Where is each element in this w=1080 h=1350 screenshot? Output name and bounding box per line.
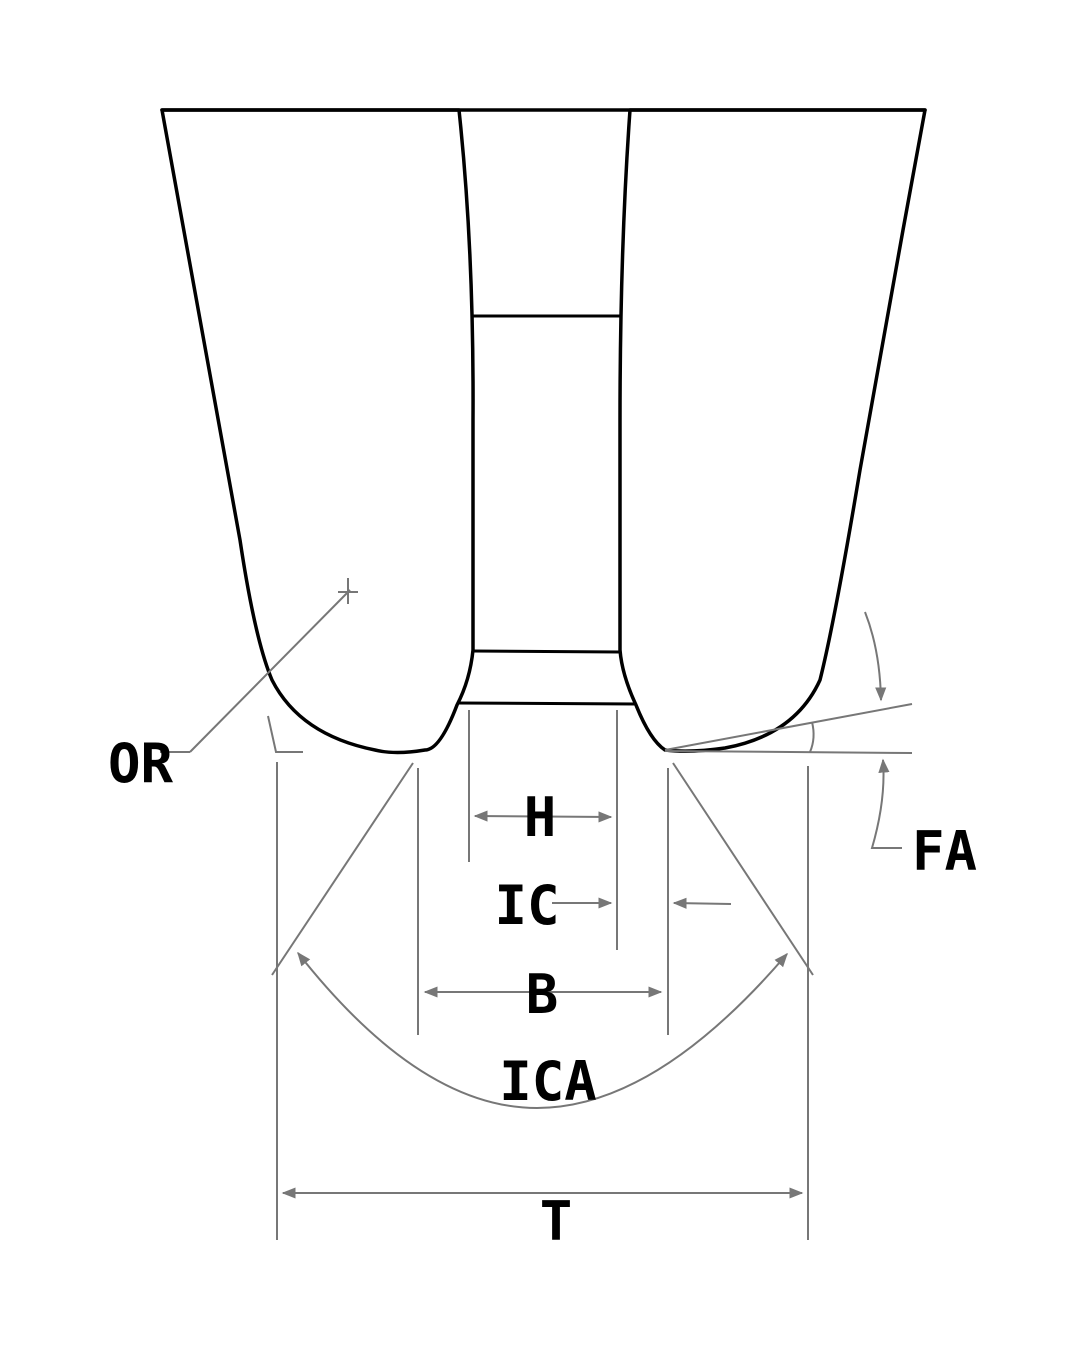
label-ica: ICA <box>499 1050 597 1113</box>
fa-arrow-lower <box>870 758 902 849</box>
fa-angle-arc <box>809 721 815 753</box>
ica-cone-line-left <box>271 762 414 976</box>
label-b: B <box>526 963 559 1026</box>
bore-line-lower <box>456 701 637 706</box>
label-or: OR <box>108 732 174 795</box>
fa-arrow-upper <box>864 611 887 702</box>
fa-horizontal-line <box>664 750 913 754</box>
label-fa: FA <box>912 820 977 883</box>
h-dimension-arrow <box>473 810 613 823</box>
fa-face-line <box>664 703 913 751</box>
ica-angle-arc <box>297 951 788 1110</box>
ica-cone-line-right <box>672 762 814 976</box>
or-corner-mark <box>267 715 303 753</box>
ic-dimension-arrow-right <box>672 897 732 909</box>
right-wall-section <box>618 108 927 753</box>
label-h: H <box>524 786 557 849</box>
left-wall-section <box>160 108 475 755</box>
label-t: T <box>540 1190 573 1253</box>
bore-line-middle <box>472 649 621 654</box>
label-ic: IC <box>494 874 559 937</box>
or-leader-line <box>189 589 351 753</box>
